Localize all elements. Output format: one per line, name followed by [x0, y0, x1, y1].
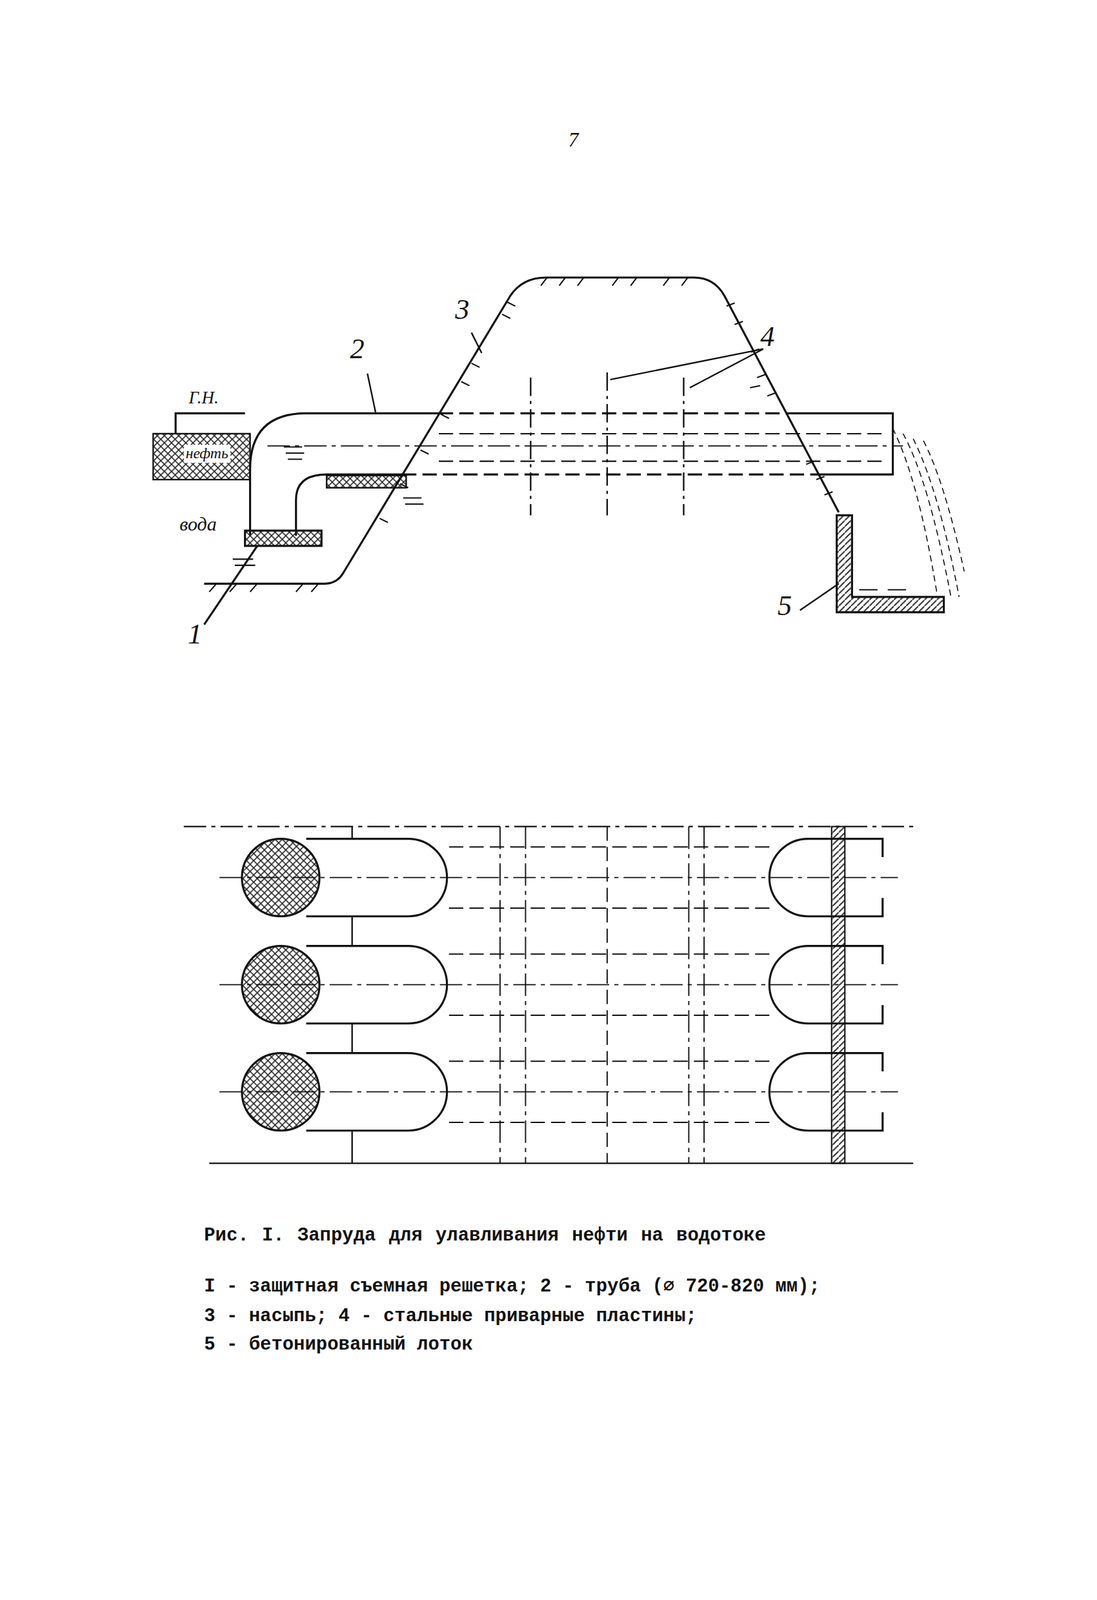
- legend-line: I - защитная съемная решетка; 2 - труба …: [203, 1275, 821, 1298]
- callout-number: 4: [760, 320, 775, 354]
- page-number: 7: [568, 128, 579, 152]
- callout-number: 5: [777, 589, 792, 623]
- level-mark: Г.Н.: [189, 387, 219, 408]
- legend-line: 3 - насыпь; 4 - стальные приварные пласт…: [203, 1305, 697, 1327]
- callout-number: 3: [454, 293, 470, 327]
- legend-line: 5 - бетонированный лоток: [203, 1333, 474, 1356]
- callout-number: 1: [187, 618, 202, 652]
- medium-label: нефть: [183, 444, 231, 463]
- medium-label: вода: [179, 513, 217, 536]
- callout-number: 2: [349, 332, 364, 366]
- figure-caption: Рис. I. Запруда для улавливания нефти на…: [203, 1224, 766, 1247]
